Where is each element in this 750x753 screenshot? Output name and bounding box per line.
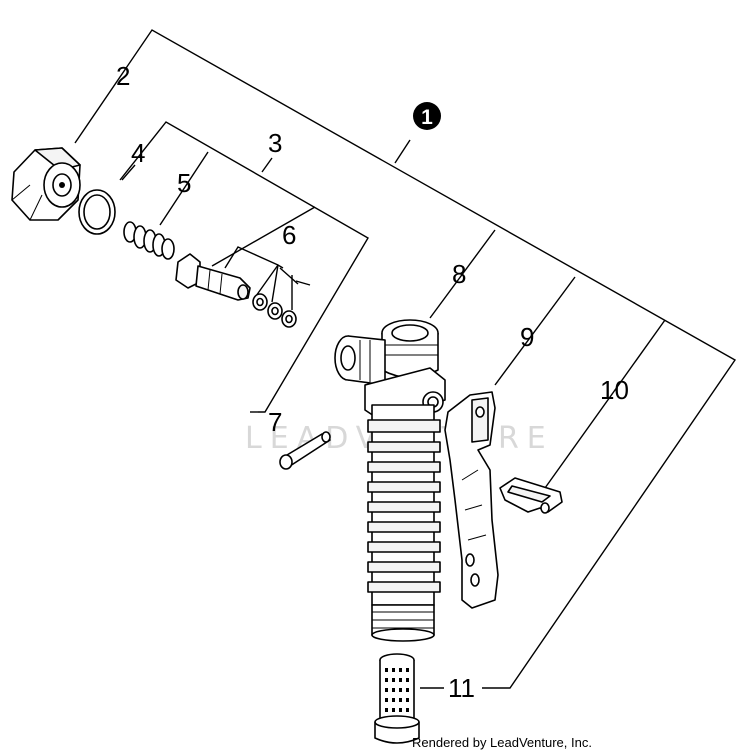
callout-4-label: 4 <box>131 138 145 168</box>
callout-5-label: 5 <box>177 168 191 198</box>
part-10-clip <box>499 477 563 514</box>
callout-2-label: 2 <box>116 61 130 91</box>
leader-lines <box>74 29 737 689</box>
part-7-pin <box>279 431 331 470</box>
callout-8-label: 8 <box>452 259 466 289</box>
callout-6-label: 6 <box>282 220 296 250</box>
callout-1-badge: 1 <box>413 102 441 130</box>
part-8-valve-body <box>334 319 446 642</box>
credit-text: Rendered by LeadVenture, Inc. <box>412 735 592 750</box>
part-5-spring <box>123 221 175 260</box>
part-2-hex-nut <box>11 147 81 221</box>
callout-9-label: 9 <box>520 322 534 352</box>
part-4-washer <box>78 189 116 235</box>
part-6-valve-stem <box>175 253 297 328</box>
callout-11-label: 11 <box>448 673 475 703</box>
callout-7-label: 7 <box>268 407 282 437</box>
part-11-strainer <box>374 653 420 744</box>
callout-10-label: 10 <box>600 375 629 405</box>
part-9-handle <box>444 391 499 609</box>
callout-3-label: 3 <box>268 128 282 158</box>
valve-body-ribs <box>367 419 441 593</box>
callout-1-label: 1 <box>421 106 433 129</box>
